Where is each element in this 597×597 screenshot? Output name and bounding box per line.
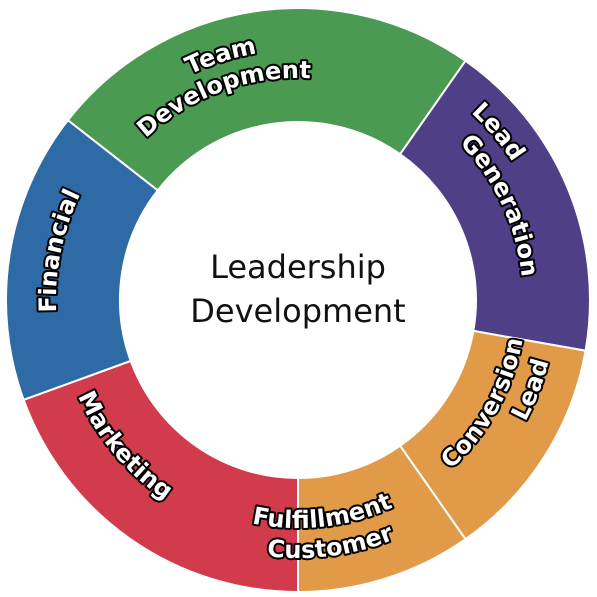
center-title: Leadership Development xyxy=(190,248,405,330)
segment-lead-generation xyxy=(398,59,591,352)
segment-financial xyxy=(5,118,160,402)
center-title-line1: Leadership xyxy=(210,248,386,286)
ring-segments xyxy=(5,7,591,594)
segment-marketing xyxy=(22,359,299,594)
segment-team-development xyxy=(66,7,467,192)
center-title-line2: Development xyxy=(190,292,405,330)
